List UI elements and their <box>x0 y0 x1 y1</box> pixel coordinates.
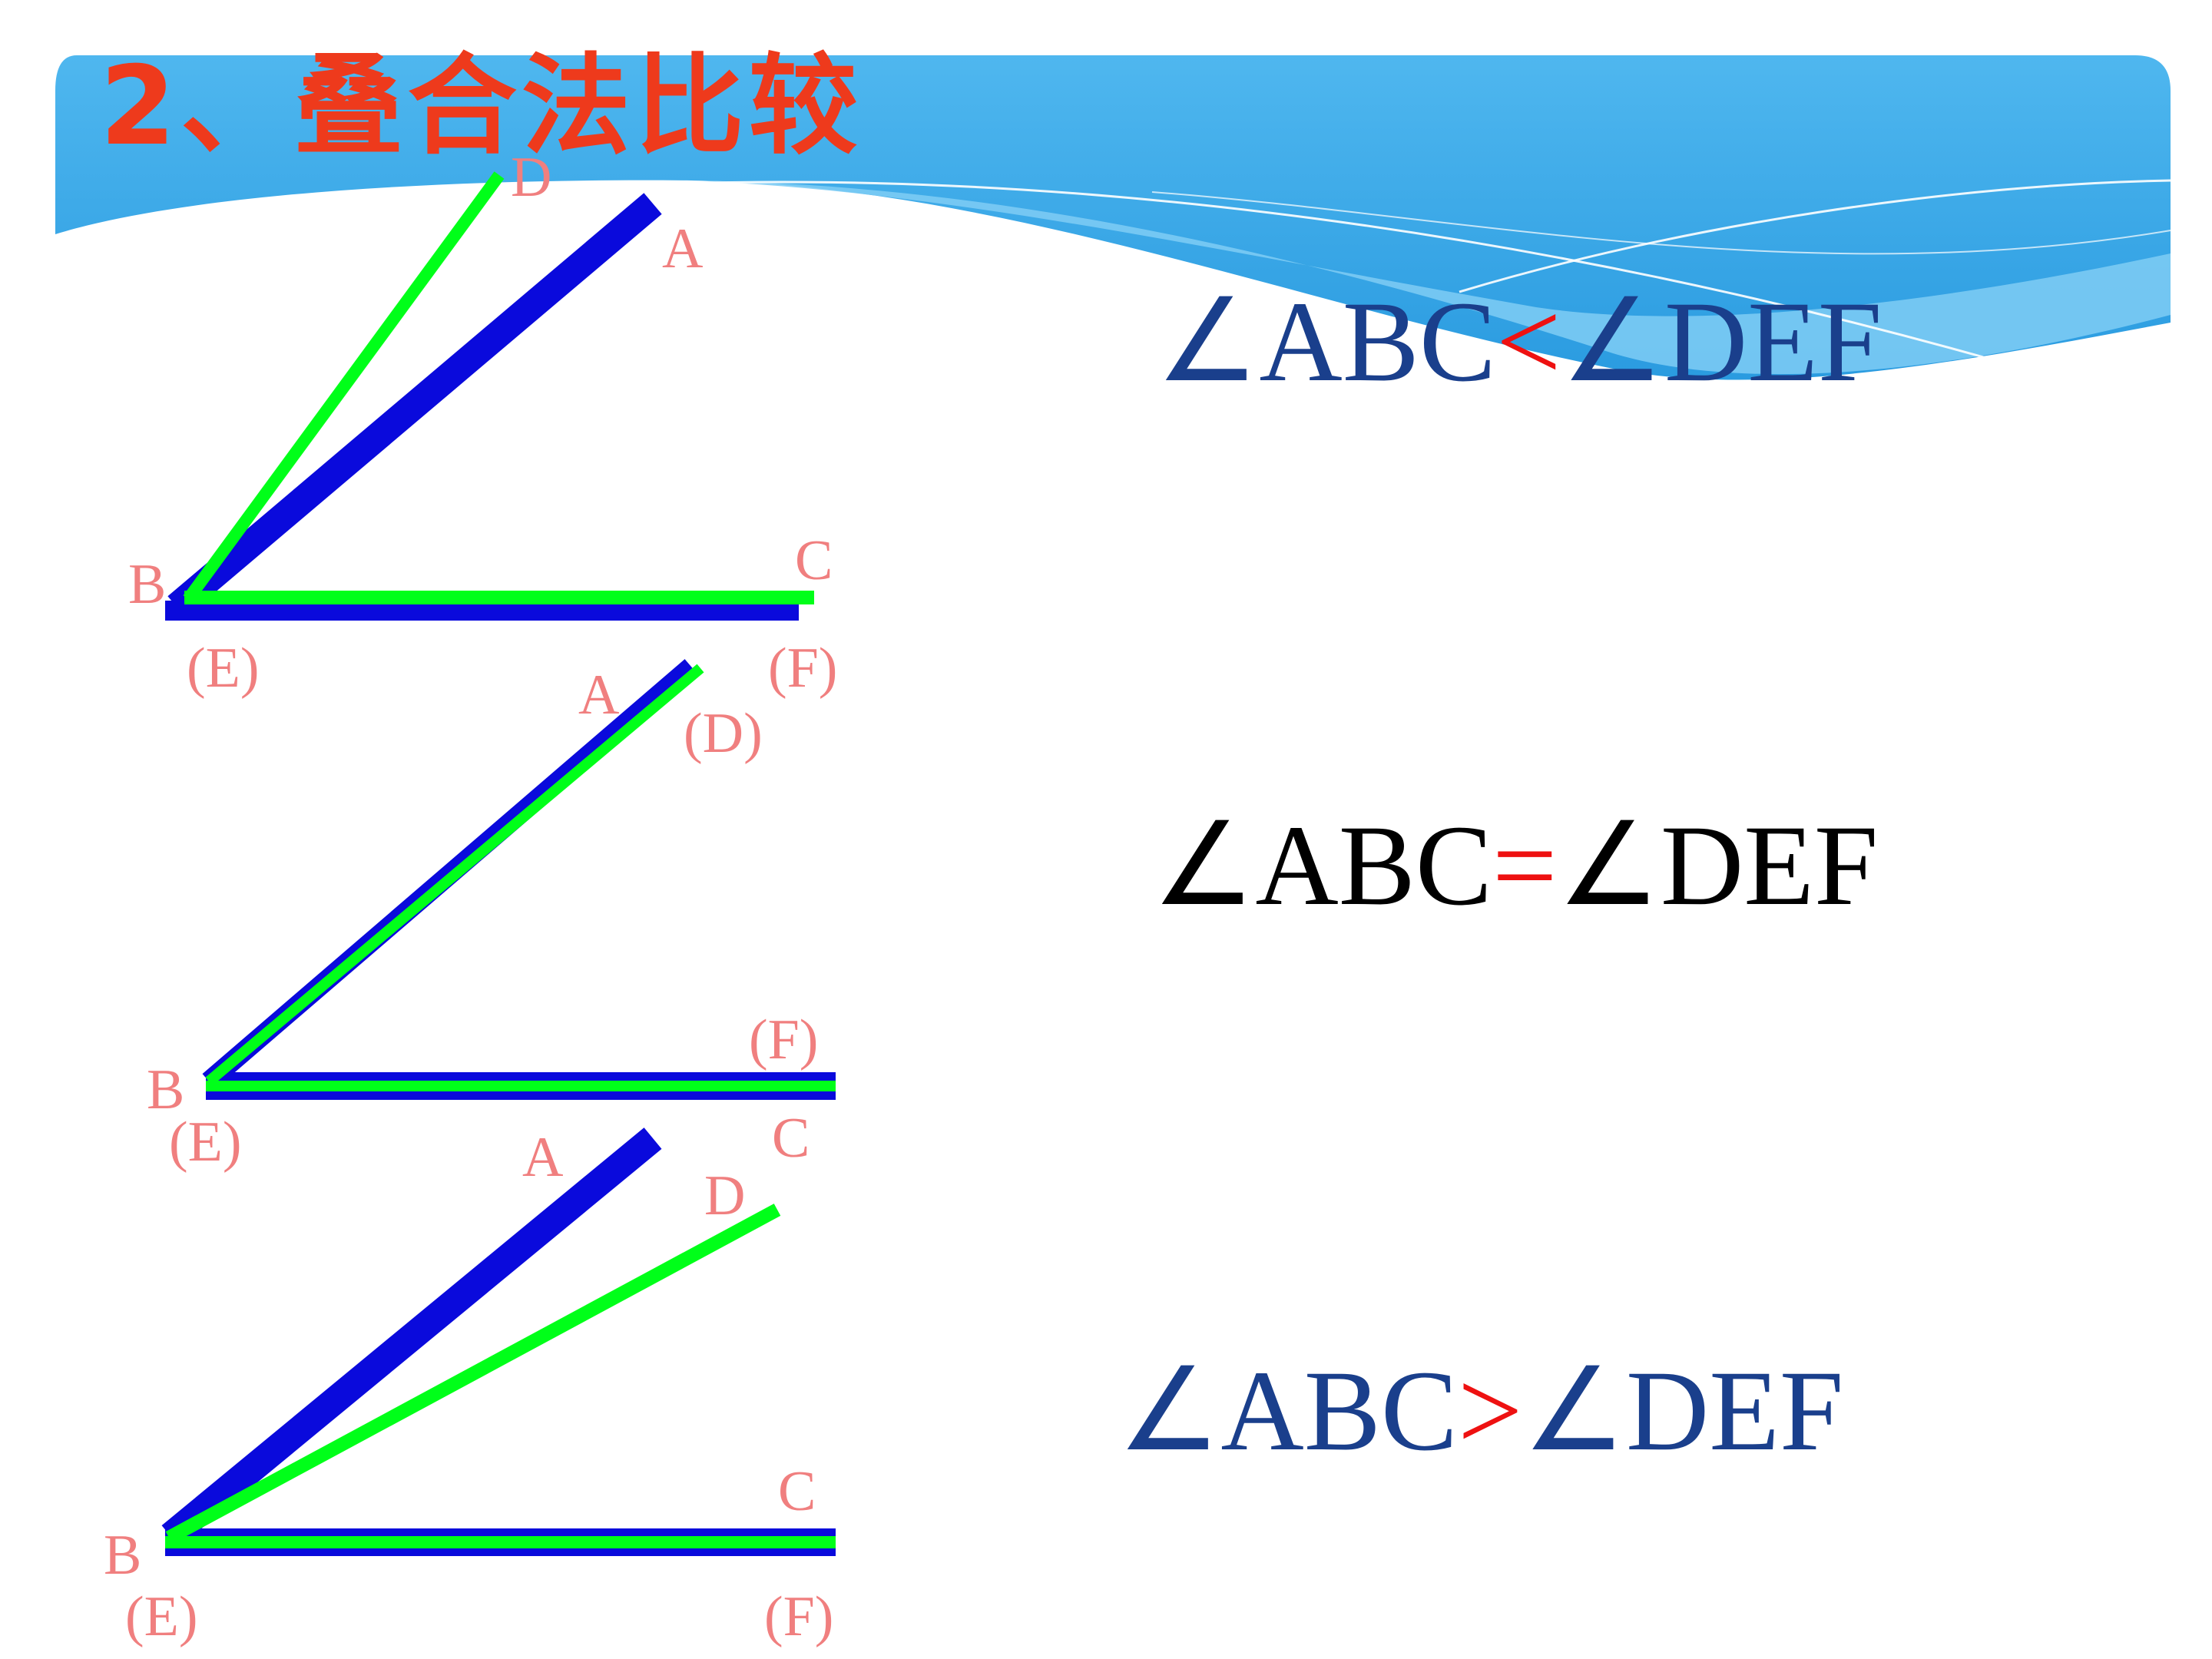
relation-operator: = <box>1492 802 1558 929</box>
label-b: B <box>128 553 167 616</box>
label-c: C <box>795 529 833 592</box>
slide-title: 2、叠合法比较 <box>100 43 863 170</box>
relation-less-than: ∠ABC<∠DEF <box>1156 284 1882 399</box>
diagram-3 <box>161 1128 836 1556</box>
relation-right: ∠DEF <box>1557 802 1879 929</box>
diagram-1 <box>165 171 814 621</box>
relation-equal: ∠ABC=∠DEF <box>1152 808 1878 923</box>
relation-operator: > <box>1457 1347 1523 1475</box>
label-a: A <box>578 664 620 727</box>
relation-left: ∠ABC <box>1152 802 1492 929</box>
label-d: D <box>704 1164 746 1227</box>
label-f: (F) <box>749 1008 819 1071</box>
label-e: (E) <box>187 637 260 700</box>
label-f: (F) <box>768 637 838 700</box>
relation-greater-than: ∠ABC>∠DEF <box>1118 1353 1843 1469</box>
relation-left: ∠ABC <box>1118 1347 1458 1475</box>
label-d: (D) <box>684 702 763 765</box>
relation-operator: < <box>1495 278 1561 406</box>
header-banner <box>55 55 2171 380</box>
ray-ba <box>167 193 662 618</box>
relation-right: ∠DEF <box>1561 278 1883 406</box>
label-d: D <box>511 146 552 209</box>
label-f: (F) <box>764 1585 834 1648</box>
label-a: A <box>522 1126 564 1189</box>
relation-right: ∠DEF <box>1522 1347 1844 1475</box>
label-e: (E) <box>169 1111 242 1174</box>
ray-ed <box>183 171 505 603</box>
label-b: B <box>147 1058 185 1121</box>
label-c: C <box>778 1460 816 1523</box>
label-e: (E) <box>125 1585 198 1648</box>
ray-ba <box>161 1128 662 1547</box>
label-c: C <box>772 1107 810 1170</box>
label-a: A <box>662 217 704 280</box>
diagram-2 <box>202 659 836 1100</box>
relation-left: ∠ABC <box>1156 278 1496 406</box>
label-b: B <box>104 1524 142 1587</box>
ray-ed <box>205 664 704 1086</box>
ray-ed <box>165 1204 781 1544</box>
